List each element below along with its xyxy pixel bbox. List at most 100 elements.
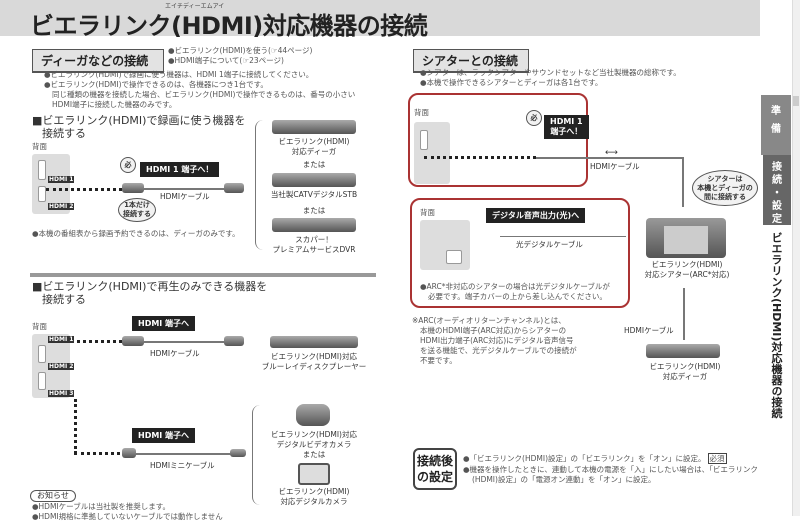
- stb-device: [272, 173, 356, 187]
- or-label: または: [302, 160, 326, 169]
- back-label: 背面: [420, 208, 435, 217]
- port-label: HDMI 1: [48, 176, 75, 183]
- tab-preparation[interactable]: 準備: [761, 95, 791, 155]
- note: 必要です。端子カバーの上から差し込んでください。: [428, 292, 607, 301]
- cable-label: HDMIケーブル: [150, 349, 200, 358]
- hdmi-port: [38, 372, 46, 390]
- page-title: ビエラリンク(HDMI)対応機器の接続: [30, 12, 428, 40]
- bracket: [255, 120, 263, 250]
- dvr-device: [272, 218, 356, 232]
- note: HDMI端子に接続した機器のみです。: [52, 100, 177, 109]
- note: ●ビエラリンク(HDMI)で録画に使う機器は、HDMI 1端子に接続してください…: [44, 70, 314, 79]
- hdmi-mini-cable: [126, 453, 242, 455]
- hdmi-plug: [122, 336, 144, 346]
- scrollbar[interactable]: [792, 0, 800, 516]
- after-item: ●「ビエラリンク(HDMI)設定」の「ビエラリンク」を「オン」に設定。必須: [463, 453, 727, 464]
- note: ●本機で操作できるシアターとディーガは各1台です。: [420, 78, 603, 87]
- back-label: 背面: [32, 322, 47, 331]
- scrollbar-thumb[interactable]: [793, 96, 799, 106]
- arc-note: ※ARC(オーディオリターンチャンネル)とは、本機のHDMI端子(ARC対応)か…: [412, 316, 577, 365]
- callout: デジタル音声出力(光)へ: [486, 208, 586, 223]
- device-label: 当社製CATVデジタルSTB: [270, 190, 358, 199]
- info-item: ●HDMIケーブルは当社製を推奨します。: [32, 502, 170, 511]
- hdmi-plug: [122, 183, 144, 193]
- port-label: HDMI 1: [48, 336, 75, 343]
- hdmi-port: [38, 186, 46, 202]
- optical-cable: [500, 236, 626, 237]
- cable-label: 光デジタルケーブル: [516, 240, 583, 249]
- tv-back-panel: [420, 220, 470, 270]
- callout: HDMI 1 端子へ！: [140, 162, 220, 177]
- one-only-bubble: 1本だけ接続する: [118, 198, 156, 222]
- must-icon: 必: [526, 110, 542, 126]
- port-label: HDMI 3: [48, 390, 75, 397]
- device-label: ビエラリンク(HDMI)対応シアター(ARC*対応): [644, 260, 730, 279]
- device-label: ビエラリンク(HDMI)対応ブルーレイディスクプレーヤー: [261, 352, 367, 371]
- bidirectional-arrow-icon: ⟷: [605, 148, 618, 158]
- theater-bubble: シアターは本機とディーガの間に接続する: [692, 170, 758, 206]
- hdmi-cable: [536, 157, 684, 159]
- callout: HDMI 端子へ: [132, 316, 196, 331]
- device-label: ビエラリンク(HDMI)対応デジタルビデオカメラ: [271, 430, 357, 449]
- rec-heading: 接続する: [42, 127, 86, 140]
- info-item: ●HDMI規格に準拠していないケーブルでは動作しません: [32, 512, 223, 521]
- optical-port: [446, 250, 462, 264]
- or-label: または: [302, 450, 326, 459]
- port-label: HDMI 2: [48, 363, 75, 370]
- mini-plug: [230, 449, 246, 457]
- bracket: [252, 405, 260, 505]
- note: ●ARC*非対応のシアターの場合は光デジタルケーブルが: [420, 282, 610, 291]
- hdmi-cable: [122, 341, 242, 343]
- cable-path: [424, 156, 536, 159]
- vertical-section-title: ビエラリンク(HDMI)対応機器の接続: [770, 232, 783, 419]
- hdmi-cable: [122, 188, 232, 190]
- cable-path: [70, 399, 77, 454]
- cable-label: HDMIケーブル: [624, 326, 674, 335]
- after-item: ●機器を操作したときに、連動して本機の電源を「入」にしたい場合は、「ビエラリンク: [463, 465, 758, 474]
- diga-device: [272, 120, 356, 134]
- diga-device: [646, 344, 720, 358]
- must-icon: 必: [120, 157, 136, 173]
- cable-label: HDMIケーブル: [160, 192, 210, 201]
- play-heading: ■ビエラリンク(HDMI)で再生のみできる機器を: [32, 280, 268, 293]
- cable-label: HDMIミニケーブル: [150, 461, 215, 470]
- optical-connection-box: [410, 198, 630, 308]
- bluray-device: [270, 336, 358, 348]
- tab-connection-settings[interactable]: 接続・設定: [763, 155, 791, 225]
- rec-heading: ■ビエラリンク(HDMI)で録画に使う機器を: [32, 114, 246, 127]
- device-label: ビエラリンク(HDMI)対応ディーガ: [278, 137, 350, 156]
- cable-label: HDMIケーブル: [590, 162, 640, 171]
- info-label: お知らせ: [30, 490, 76, 502]
- note: ●シアターは、ラックシアターやサウンドセットなど当社製機器の総称です。: [420, 68, 681, 77]
- note: 同じ種類の機器を接続した場合、ビエラリンク(HDMI)で操作できるものは、番号の…: [52, 90, 356, 99]
- callout: HDMI 端子へ: [132, 428, 196, 443]
- back-label: 背面: [414, 108, 429, 117]
- hdmi-port: [420, 130, 428, 150]
- hdmi-connection-box: [408, 93, 588, 187]
- hdmi-port: [38, 160, 46, 180]
- hdmi-cable: [682, 157, 684, 207]
- back-label: 背面: [32, 142, 47, 151]
- hdmi-plug: [122, 448, 136, 458]
- theater-door: [664, 226, 708, 254]
- or-label: または: [302, 206, 326, 215]
- title-ruby: エイチディーエムアイ: [165, 3, 225, 10]
- play-heading: 接続する: [42, 293, 86, 306]
- device-label: ビエラリンク(HDMI)対応デジタルカメラ: [278, 487, 350, 506]
- section-title-diga: ディーガなどの接続: [32, 49, 164, 73]
- note: ●ビエラリンク(HDMI)で操作できるのは、各機器につき1台です。: [44, 80, 268, 89]
- after-item: (HDMI)設定」の「電源オン連動」を「オン」に設定。: [472, 475, 656, 484]
- after-setup-badge: 接続後の設定: [413, 448, 457, 490]
- device-label: ビエラリンク(HDMI)対応ディーガ: [649, 362, 721, 381]
- hdmi-cable: [683, 288, 685, 340]
- section-title-theater: シアターとの接続: [413, 49, 529, 73]
- ref-link[interactable]: ●ビエラリンク(HDMI)を使う(☞44ページ): [168, 46, 313, 55]
- hdmi-plug: [224, 336, 244, 346]
- required-badge: 必須: [707, 453, 727, 464]
- cable-path: [74, 452, 126, 455]
- ref-link[interactable]: ●HDMI端子について(☞23ページ): [168, 56, 284, 65]
- hdmi-port: [38, 345, 46, 363]
- note: ●本機の番組表から録画予約できるのは、ディーガのみです。: [32, 229, 240, 238]
- digital-camera-icon: [298, 463, 330, 485]
